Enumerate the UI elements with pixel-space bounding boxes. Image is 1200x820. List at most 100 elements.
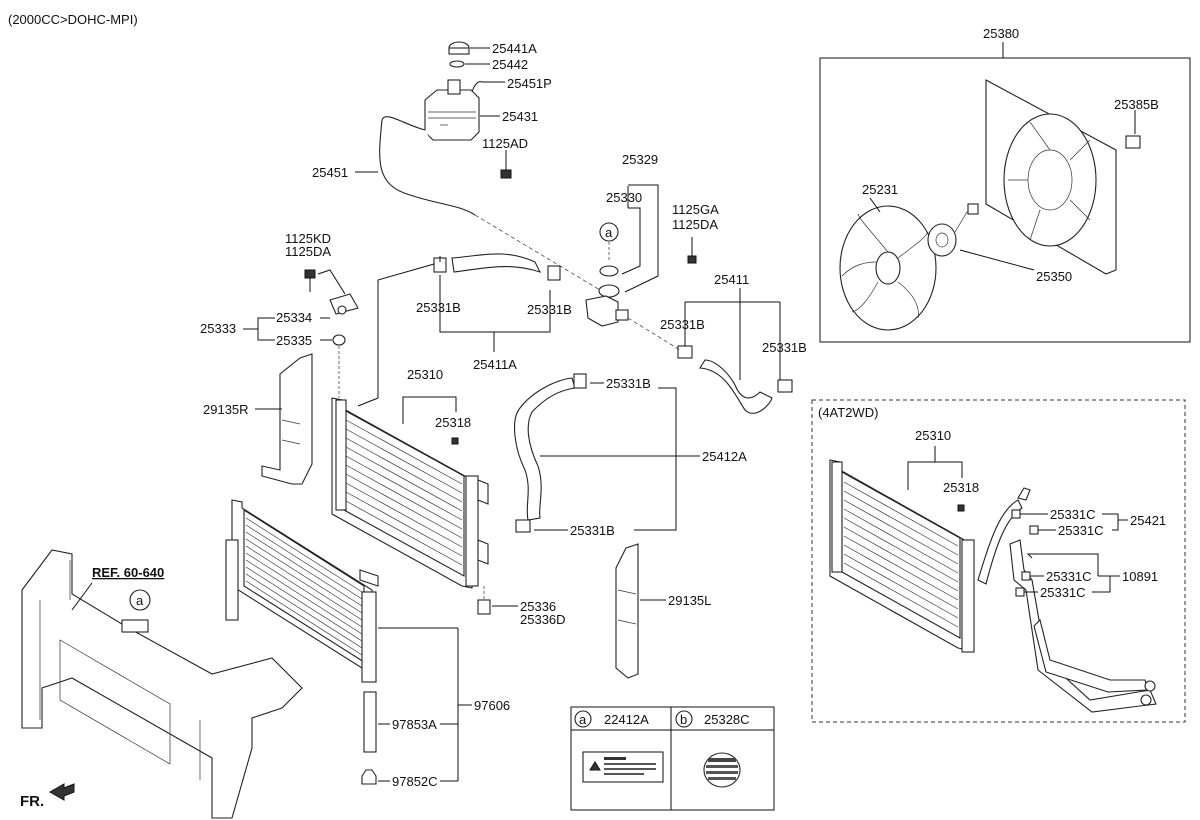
reservoir-hose-short — [471, 81, 483, 93]
hose-clamp-upper-left — [433, 256, 447, 273]
front-end-carrier — [21, 549, 303, 819]
callout-25431: 25431 — [502, 109, 538, 124]
callout-25331B-upper-right: 25331B — [527, 302, 572, 317]
at-callout-25331C-4: 25331C — [1040, 585, 1086, 600]
at-callout-25421: 25421 — [1130, 513, 1166, 528]
callout-25331B-lower-top: 25331B — [606, 376, 651, 391]
callout-25411A: 25411A — [473, 357, 517, 372]
thermostat-housing — [585, 295, 629, 327]
reservoir-cap — [448, 41, 470, 55]
callout-25451P: 25451P — [507, 76, 552, 91]
at-drain-plug — [957, 504, 965, 512]
callout-97606: 97606 — [474, 698, 510, 713]
callout-25336D: 25336D — [520, 612, 566, 627]
upper-radiator-hose — [451, 253, 542, 273]
callout-25331B-upper-left: 25331B — [416, 300, 461, 315]
callout-1125KD: 1125KD — [285, 231, 331, 246]
coolant-badge-image — [703, 752, 741, 788]
fan-motor — [927, 203, 979, 257]
oil-cooler-pipe — [1009, 539, 1157, 713]
bracket-bolt — [304, 269, 316, 292]
callout-25333: 25333 — [200, 321, 236, 336]
at-clamp-4 — [1015, 587, 1025, 597]
callout-25329: 25329 — [622, 152, 658, 167]
callout-25331B-bypass-right: 25331B — [762, 340, 807, 355]
caution-label-image — [582, 751, 664, 783]
at-clamp-1 — [1011, 509, 1021, 519]
legend-b-part: 25328C — [704, 712, 750, 727]
at-clamp-3 — [1021, 571, 1031, 581]
reservoir-bolt — [500, 160, 512, 179]
radiator-bracket — [329, 293, 359, 315]
legend-a-marker — [574, 710, 592, 728]
callout-1125DA-left: 1125DA — [285, 244, 331, 259]
fan-assembly-box — [819, 57, 1191, 343]
at-clamp-2 — [1029, 525, 1039, 535]
callout-25336: 25336 — [520, 599, 556, 614]
ref-label: REF. 60-640 — [92, 565, 164, 580]
callout-25331B-lower-bottom: 25331B — [570, 523, 615, 538]
drier-cap — [361, 769, 377, 785]
callout-25380: 25380 — [983, 26, 1019, 41]
callout-97853A: 97853A — [392, 717, 437, 732]
at-callout-25318: 25318 — [943, 480, 979, 495]
receiver-drier — [363, 691, 377, 753]
legend-a-letter: a — [579, 712, 587, 727]
at-callout-25310: 25310 — [915, 428, 951, 443]
bypass-hose — [699, 359, 773, 414]
fr-label: FR. — [20, 793, 44, 810]
oil-cooler-hose-upper — [977, 487, 1031, 585]
callout-25412A: 25412A — [702, 449, 747, 464]
callout-25451: 25451 — [312, 165, 348, 180]
callout-25231: 25231 — [862, 182, 898, 197]
callout-25330: 25330 — [606, 190, 642, 205]
callout-25411: 25411 — [714, 272, 749, 287]
air-guard-left — [615, 543, 639, 679]
marker-a-thermostat-letter: a — [605, 225, 613, 240]
callout-25385B: 25385B — [1114, 97, 1159, 112]
drain-plug-small — [451, 437, 459, 445]
callout-1125AD: 1125AD — [482, 136, 528, 151]
callout-25335: 25335 — [276, 333, 312, 348]
air-guard-right — [261, 353, 313, 485]
legend-a-part: 22412A — [604, 712, 649, 727]
thermostat — [598, 284, 620, 298]
callout-29135L: 29135L — [668, 593, 711, 608]
fan-blade — [839, 205, 937, 331]
marker-a-carrier — [129, 589, 151, 611]
callout-25334: 25334 — [276, 310, 312, 325]
callout-25350: 25350 — [1036, 269, 1072, 284]
marker-a-carrier-letter: a — [136, 593, 144, 608]
fan-relay-connector — [1125, 135, 1141, 149]
housing-bolt — [687, 237, 697, 264]
legend-table — [570, 706, 775, 811]
hose-clamp-lower-top — [573, 373, 587, 389]
callout-25442: 25442 — [492, 57, 528, 72]
hose-clamp-bypass-upper — [677, 345, 693, 359]
engine-label: (2000CC>DOHC-MPI) — [8, 12, 138, 27]
fan-shroud — [985, 79, 1117, 275]
thermostat-seal — [599, 265, 619, 277]
at-variant-box — [811, 399, 1186, 723]
front-arrow-icon — [48, 783, 75, 801]
hose-clamp-lower-bottom — [515, 519, 531, 533]
callout-25310: 25310 — [407, 367, 443, 382]
reservoir-overflow-hose — [379, 116, 476, 216]
radiator-main — [331, 397, 489, 589]
at-callout-10891: 10891 — [1122, 569, 1158, 584]
legend-b-letter: b — [680, 712, 687, 727]
reservoir-tank — [424, 79, 480, 141]
legend-b-marker — [675, 710, 693, 728]
bracket-insulator — [332, 334, 346, 346]
callout-25318: 25318 — [435, 415, 471, 430]
at-callout-25331C-2: 25331C — [1058, 523, 1104, 538]
callout-25331B-bypass-left: 25331B — [660, 317, 705, 332]
radiator-at — [829, 459, 975, 653]
lower-radiator-hose — [514, 377, 576, 521]
hose-clamp-bypass-lower — [777, 379, 793, 393]
callout-25441A: 25441A — [492, 41, 537, 56]
at-callout-25331C-1: 25331C — [1050, 507, 1096, 522]
reservoir-cap-seal — [449, 60, 465, 68]
callout-1125DA-right: 1125DA — [672, 217, 718, 232]
